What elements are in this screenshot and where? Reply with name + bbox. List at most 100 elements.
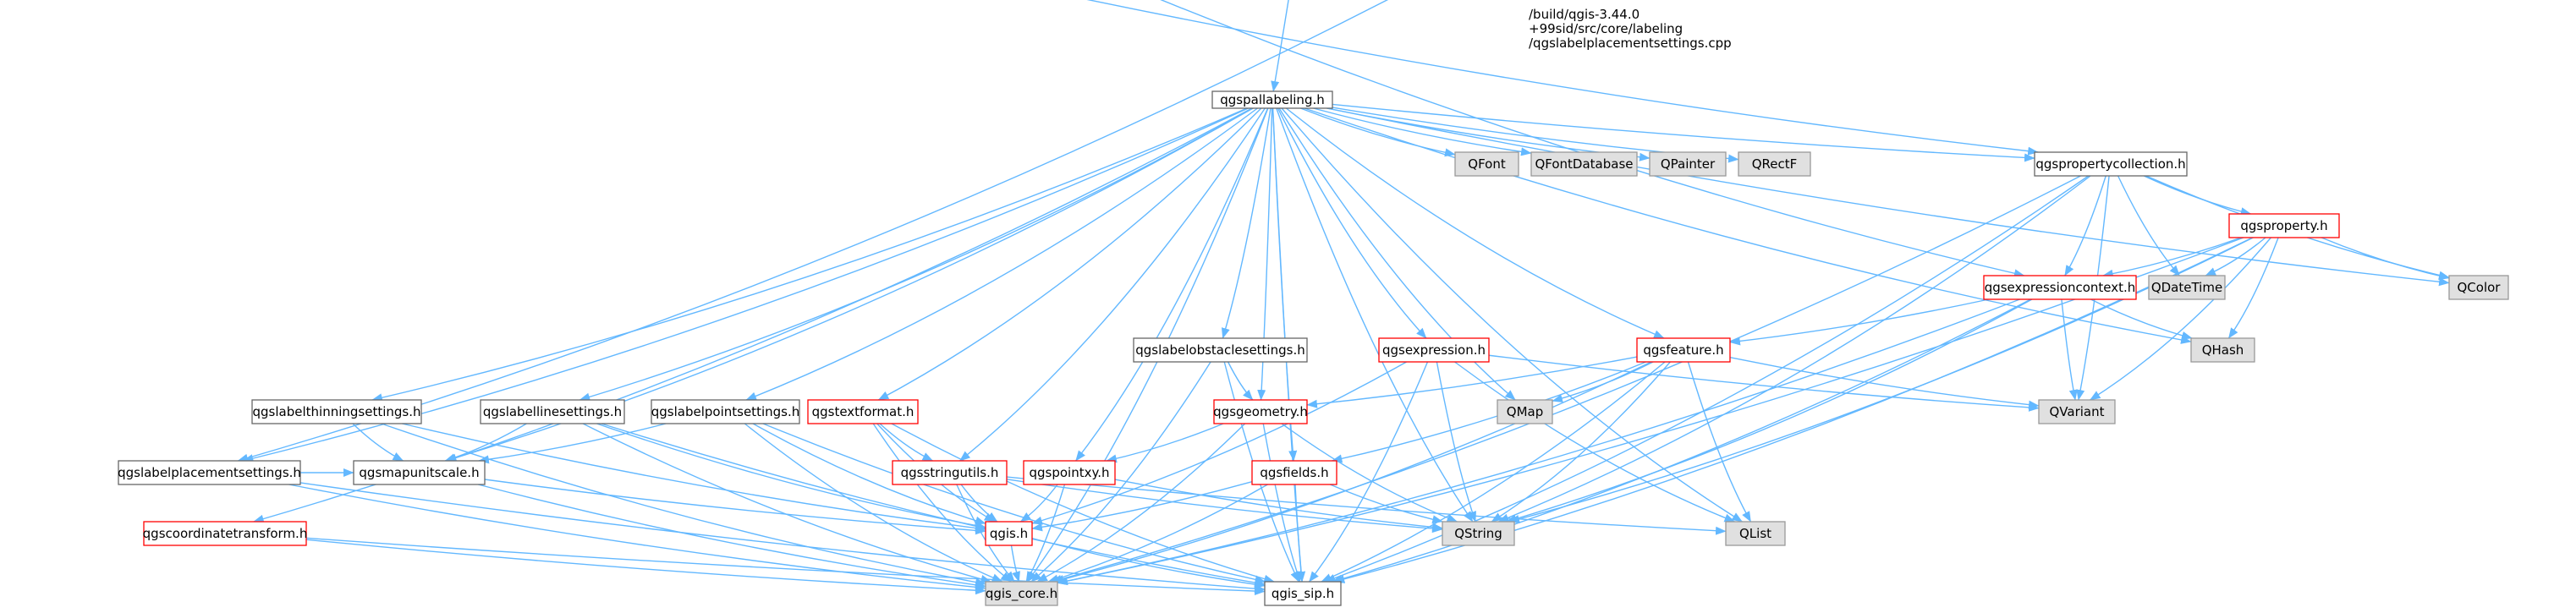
node-point[interactable]: qgslabelpointsettings.h [651, 399, 800, 424]
node-obstacle[interactable]: qgslabelobstaclesettings.h [1133, 337, 1308, 363]
edge-pallabeling-to-qfont [1300, 107, 1456, 157]
node-expression[interactable]: qgsexpression.h [1378, 337, 1490, 363]
node-geometry[interactable]: qgsgeometry.h [1213, 399, 1308, 424]
node-thinning[interactable]: qgslabelthinningsettings.h [251, 399, 422, 424]
edge-stringutils-to-qgis [960, 484, 998, 523]
edge-fields-to-qgis [1031, 480, 1253, 532]
edge-textformat-to-stringutils [879, 423, 934, 462]
node-qhash: QHash [2190, 337, 2255, 363]
edge-stringutils-to-qlist [1006, 476, 1727, 535]
edge-line-to-sip [601, 423, 1266, 588]
edge-pallabeling-to-core [1027, 107, 1269, 583]
edge-pallabeling-to-qrectf [1332, 107, 1739, 163]
node-mapunit[interactable]: qgsmapunitscale.h [353, 460, 486, 485]
node-label-qstring: QString [1454, 526, 1502, 541]
node-stringutils[interactable]: qgsstringutils.h [892, 460, 1008, 485]
node-qfontdb: QFontDatabase [1530, 151, 1638, 177]
node-qfont: QFont [1454, 151, 1519, 177]
node-box-qhash [2190, 337, 2255, 363]
node-box-pointxy [1023, 460, 1116, 485]
node-textformat[interactable]: qgstextformat.h [807, 399, 919, 424]
edge-pallabeling-to-qmap [1278, 107, 1516, 401]
edge-property-to-qvariant [2090, 237, 2271, 401]
edge-pallabeling-to-pointxy [1075, 107, 1269, 462]
node-property[interactable]: qgsproperty.h [2228, 213, 2340, 238]
node-box-obstacle [1133, 337, 1308, 363]
node-box-geometry [1213, 399, 1308, 424]
edge-pallabeling-to-qfontdb [1313, 107, 1532, 156]
node-label-qvariant: QVariant [2049, 404, 2104, 419]
node-exprctx[interactable]: qgsexpressioncontext.h [1983, 275, 2137, 300]
nodes-layer: /build/qgis-3.44.0+99sid/src/core/labeli… [118, 7, 2509, 606]
edge-textformat-to-core [872, 423, 1012, 583]
node-box-pallabeling [1211, 90, 1333, 109]
node-box-qlist [1725, 521, 1786, 546]
node-coordtrans[interactable]: qgscoordinatetransform.h [143, 521, 308, 546]
node-label-src: +99sid/src/core/labeling [1529, 21, 1683, 36]
edge-thinning-to-qgis [402, 423, 986, 533]
node-pointxy[interactable]: qgspointxy.h [1023, 460, 1116, 485]
node-label-property: qgsproperty.h [2240, 218, 2327, 233]
edge-propcoll-to-qdatetime [2117, 175, 2180, 276]
node-pallabeling[interactable]: qgspallabeling.h [1211, 90, 1333, 109]
node-label-core: qgis_core.h [986, 586, 1057, 602]
node-box-feature [1636, 337, 1731, 363]
edge-textformat-to-sip [891, 423, 1275, 583]
edge-pallabeling-to-thinning [371, 107, 1248, 402]
node-propcoll[interactable]: qgspropertycollection.h [2034, 151, 2188, 177]
edge-exprctx-to-qstring [1505, 298, 2033, 523]
node-box-coordtrans [143, 521, 307, 546]
edge-placement-to-sip [299, 482, 1266, 594]
node-label-expression: qgsexpression.h [1382, 342, 1486, 358]
node-label-pointxy: qgspointxy.h [1029, 465, 1109, 480]
edge-pallabeling-to-feature [1285, 107, 1665, 339]
edge-exprctx-to-feature [1729, 298, 1989, 346]
edge-pallabeling-to-line [579, 107, 1254, 402]
edge-pallabeling-to-expression [1277, 107, 1427, 339]
node-box-placement [118, 460, 301, 485]
edge-feature-to-core [1052, 361, 1652, 583]
edge-property-to-qcolor [2321, 237, 2450, 281]
node-label-feature: qgsfeature.h [1643, 342, 1723, 358]
node-label-mapunit: qgsmapunitscale.h [359, 465, 479, 480]
edge-line-to-qgis [596, 423, 986, 530]
node-line[interactable]: qgslabellinesettings.h [480, 399, 625, 424]
edge-point-to-sip [762, 423, 1266, 584]
node-qcolor: QColor [2448, 275, 2509, 300]
node-label-qrectf: QRectF [1752, 156, 1798, 172]
node-box-stringutils [892, 460, 1008, 485]
node-box-core [985, 581, 1058, 606]
node-placement[interactable]: qgslabelplacementsettings.h [118, 460, 301, 485]
node-feature[interactable]: qgsfeature.h [1636, 337, 1731, 363]
edge-pallabeling-to-qhash [1304, 107, 2192, 344]
edge-pallabeling-to-stringutils [959, 107, 1266, 462]
node-label-line: qgslabellinesettings.h [483, 404, 622, 419]
node-qvariant: QVariant [2038, 399, 2116, 424]
node-box-exprctx [1983, 275, 2137, 300]
node-box-textformat [807, 399, 919, 424]
node-label-obstacle: qgslabelobstaclesettings.h [1135, 342, 1304, 358]
edge-expression-to-qstring [1436, 361, 1476, 523]
node-box-propcoll [2034, 151, 2188, 177]
node-label-point: qgslabelpointsettings.h [651, 404, 799, 419]
node-box-point [651, 399, 800, 424]
edge-feature-to-fields [1331, 361, 1646, 463]
edge-pallabeling-to-propcoll [1332, 103, 2035, 162]
edge-propcoll-to-sip [1324, 175, 2090, 583]
node-box-qstring [1442, 521, 1515, 546]
node-src[interactable]: /build/qgis-3.44.0+99sid/src/core/labeli… [1529, 7, 1732, 51]
edge-pointxy-to-core [1025, 484, 1066, 583]
node-qstring: QString [1442, 521, 1515, 546]
node-qlist: QList [1725, 521, 1786, 546]
edge-expression-to-qgis [1031, 361, 1407, 525]
node-qgis[interactable]: qgis.h [985, 521, 1033, 546]
node-label-sip: qgis_sip.h [1272, 586, 1334, 602]
edge-geometry-to-qstring [1281, 423, 1458, 523]
edge-property-to-qstring [1508, 237, 2254, 523]
node-fields[interactable]: qgsfields.h [1251, 460, 1337, 485]
edge-property-to-core [1057, 237, 2244, 586]
node-sip[interactable]: qgis_sip.h [1264, 581, 1342, 606]
edge-src-to-propcoll [1086, 0, 2039, 156]
edge-geometry-to-pointxy [1106, 423, 1224, 463]
node-label-coordtrans: qgscoordinatetransform.h [143, 526, 308, 541]
